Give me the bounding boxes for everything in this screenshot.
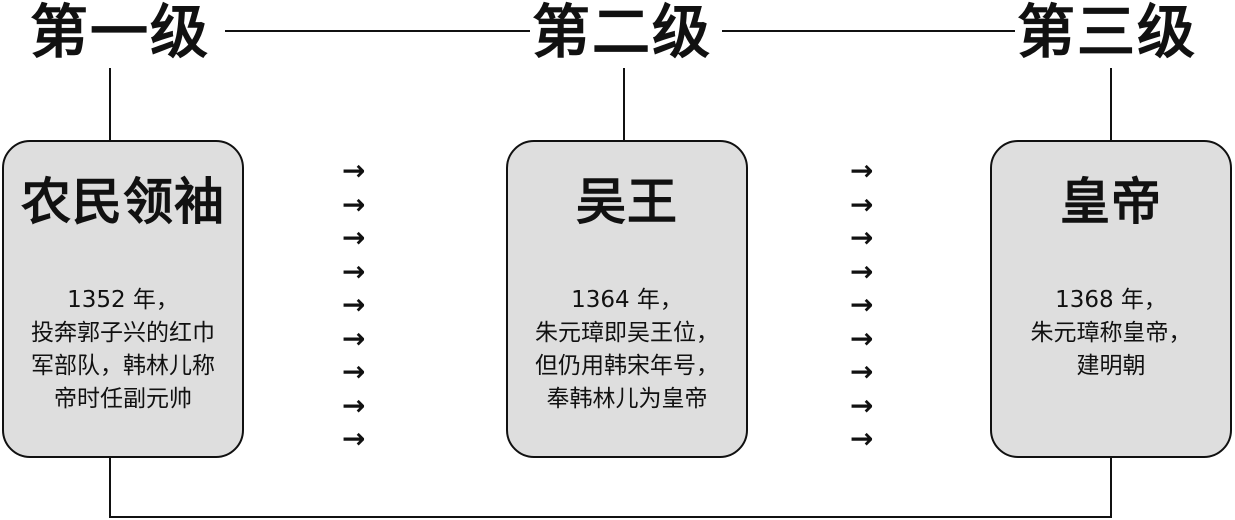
right-arrow-icon: →: [850, 187, 874, 221]
desc-line: 1368 年，: [1055, 287, 1167, 313]
desc-line: 军部队，韩林儿称: [31, 353, 215, 379]
top-connector-line-1: [225, 30, 533, 32]
top-connector-line-2: [722, 30, 1018, 32]
bottom-drop-line-3: [1110, 456, 1112, 518]
desc-line: 投奔郭子兴的红巾: [31, 320, 215, 346]
arrow-column-1: →→→→→→→→→: [342, 154, 382, 456]
desc-line: 朱元璋称皇帝，: [1030, 320, 1192, 346]
right-arrow-icon: →: [342, 321, 366, 355]
level-1-description: 1352 年， 投奔郭子兴的红巾 军部队，韩林儿称 帝时任副元帅: [4, 284, 242, 416]
title-to-card-line-3: [1110, 66, 1112, 142]
right-arrow-icon: →: [342, 388, 366, 422]
right-arrow-icon: →: [342, 154, 366, 187]
right-arrow-icon: →: [342, 355, 366, 388]
right-arrow-icon: →: [850, 321, 874, 355]
level-3-title: 第三级: [1015, 0, 1200, 68]
desc-line: 但仍用韩宋年号，: [535, 353, 719, 379]
desc-line: 帝时任副元帅: [54, 386, 192, 412]
level-2-title: 第二级: [530, 0, 715, 68]
desc-line: 1352 年，: [67, 287, 179, 313]
right-arrow-icon: →: [342, 254, 366, 288]
level-1-title: 第一级: [28, 0, 213, 68]
level-3-role: 皇帝: [1060, 172, 1162, 231]
bottom-connector-line: [109, 516, 1112, 518]
right-arrow-icon: →: [342, 221, 366, 254]
title-to-card-line-1: [109, 66, 111, 142]
bottom-drop-line-1: [109, 456, 111, 518]
level-2-description: 1364 年， 朱元璋即吴王位， 但仍用韩宋年号， 奉韩林儿为皇帝: [508, 284, 746, 416]
desc-line: 朱元璋即吴王位，: [535, 320, 719, 346]
right-arrow-icon: →: [850, 154, 874, 187]
title-to-card-line-2: [623, 66, 625, 142]
level-3-card: 皇帝 1368 年， 朱元璋称皇帝， 建明朝: [990, 140, 1232, 458]
right-arrow-icon: →: [850, 355, 874, 388]
right-arrow-icon: →: [850, 288, 874, 321]
right-arrow-icon: →: [342, 422, 366, 455]
right-arrow-icon: →: [850, 388, 874, 422]
desc-line: 奉韩林儿为皇帝: [546, 386, 708, 412]
desc-line: 1364 年，: [571, 287, 683, 313]
right-arrow-icon: →: [342, 187, 366, 221]
level-2-card: 吴王 1364 年， 朱元璋即吴王位， 但仍用韩宋年号， 奉韩林儿为皇帝: [506, 140, 748, 458]
level-1-role: 农民领袖: [21, 172, 225, 231]
desc-line: 建明朝: [1076, 353, 1146, 379]
right-arrow-icon: →: [850, 422, 874, 455]
right-arrow-icon: →: [342, 288, 366, 321]
right-arrow-icon: →: [850, 254, 874, 288]
level-1-card: 农民领袖 1352 年， 投奔郭子兴的红巾 军部队，韩林儿称 帝时任副元帅: [2, 140, 244, 458]
level-2-role: 吴王: [576, 172, 678, 231]
right-arrow-icon: →: [850, 221, 874, 254]
level-3-description: 1368 年， 朱元璋称皇帝， 建明朝: [992, 284, 1230, 383]
arrow-column-2: →→→→→→→→→: [850, 154, 890, 456]
